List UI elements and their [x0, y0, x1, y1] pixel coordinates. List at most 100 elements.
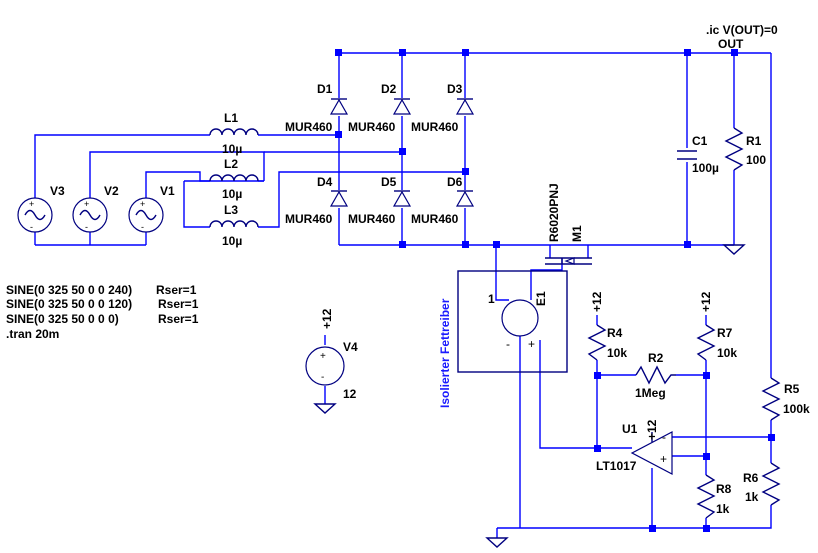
resistor-value: 10k — [717, 346, 737, 360]
resistor-value: 1Meg — [635, 386, 666, 400]
diode-D1[interactable]: D1 MUR460 — [285, 82, 349, 134]
source-V4[interactable]: +12 + - V4 12 — [305, 308, 358, 414]
minus-sign: - — [321, 372, 324, 383]
diode-model: MUR460 — [348, 120, 396, 134]
inductor-L1[interactable]: L1 10µ — [209, 111, 259, 156]
driver-E1[interactable]: 1 E1 - + Isolierter Fettreiber — [438, 270, 568, 408]
driver-ref: E1 — [534, 291, 548, 306]
tran-directive: .tran 20m — [6, 327, 59, 341]
diode-ref: D4 — [317, 175, 333, 189]
diode-D5[interactable]: D5 MUR460 — [348, 175, 412, 226]
diode-model: MUR460 — [285, 212, 333, 226]
rser-spec: Rser=1 — [158, 312, 199, 326]
diode-ref: D2 — [381, 82, 397, 96]
inductor-value: 10µ — [222, 234, 242, 248]
resistor-R1[interactable]: R1 100 — [724, 127, 766, 171]
supply-label: +12 — [645, 419, 659, 440]
sine-spec: SINE(0 325 50 0 0 240) — [6, 283, 132, 297]
resistor-R4[interactable]: +12 R4 10k — [587, 291, 627, 361]
driver-label: Isolierter Fettreiber — [438, 298, 452, 408]
diode-model: MUR460 — [411, 120, 459, 134]
source-V3[interactable]: V3 + - — [17, 184, 65, 233]
driver-pin1: 1 — [488, 292, 495, 306]
resistor-value: 100k — [783, 402, 810, 416]
capacitor-value: 100µ — [692, 161, 719, 175]
mosfet-ref: M1 — [570, 225, 584, 242]
diode-ref: D6 — [447, 175, 463, 189]
minus-sign: - — [30, 222, 33, 232]
diode-D4[interactable]: D4 MUR460 — [285, 175, 349, 226]
inductor-L3[interactable]: L3 10µ — [209, 203, 259, 248]
plus-sign: + — [84, 199, 89, 209]
source-V1[interactable]: V1 + - — [128, 184, 175, 233]
diode-D2[interactable]: D2 MUR460 — [348, 82, 412, 134]
resistor-ref: R8 — [716, 482, 732, 496]
resistor-R5[interactable]: R5 100k — [761, 377, 810, 421]
source-V2[interactable]: V2 + - — [72, 184, 119, 233]
opamp-ref: U1 — [622, 422, 638, 436]
resistor-value: 1k — [716, 502, 730, 516]
supply-label: +12 — [590, 291, 604, 312]
inductor-value: 10µ — [222, 187, 242, 201]
inductor-value: 10µ — [222, 142, 242, 156]
sine-spec: SINE(0 325 50 0 0 0) — [6, 312, 119, 326]
diode-D6[interactable]: D6 MUR460 — [411, 175, 475, 226]
opamp-U1[interactable]: - + +12 U1 LT1017 — [596, 419, 673, 475]
resistor-value: 1k — [745, 490, 759, 504]
resistor-ref: R2 — [648, 351, 664, 365]
sine-spec: SINE(0 325 50 0 0 120) — [6, 297, 132, 311]
capacitor-ref: C1 — [692, 134, 708, 148]
resistor-ref: R5 — [784, 382, 800, 396]
diode-ref: D1 — [317, 82, 333, 96]
ground-symbol — [722, 244, 746, 255]
source-value: 12 — [343, 387, 357, 401]
supply-label: +12 — [320, 308, 334, 329]
plus-sign: + — [320, 351, 326, 362]
minus-sign: - — [141, 222, 144, 232]
supply-label: +12 — [699, 291, 713, 312]
opamp-minus: - — [662, 430, 666, 444]
junctions — [335, 49, 775, 532]
resistor-value: 10k — [607, 346, 627, 360]
mosfet-M1[interactable]: R6020PNJ M1 — [545, 183, 592, 265]
net-label-out: OUT — [718, 37, 744, 51]
inductor-ref: L1 — [224, 111, 238, 125]
opamp-model: LT1017 — [596, 459, 637, 473]
ground-symbol — [485, 537, 509, 548]
inductor-L2[interactable]: L2 10µ — [209, 157, 259, 201]
diode-model: MUR460 — [285, 120, 333, 134]
opamp-plus: + — [660, 452, 667, 466]
source-specs: SINE(0 325 50 0 0 240) Rser=1 SINE(0 325… — [6, 283, 199, 341]
rser-spec: Rser=1 — [156, 283, 197, 297]
resistor-R7[interactable]: +12 R7 10k — [696, 291, 737, 361]
resistor-ref: R6 — [743, 471, 759, 485]
mosfet-model: R6020PNJ — [547, 183, 561, 242]
capacitor-C1[interactable]: C1 100µ — [675, 134, 719, 175]
plus-sign: + — [29, 199, 34, 209]
resistor-ref: R4 — [607, 326, 623, 340]
wires — [34, 52, 772, 538]
directive-ic: .ic V(OUT)=0 — [706, 23, 778, 37]
source-ref: V1 — [160, 184, 175, 198]
resistor-ref: R7 — [717, 326, 733, 340]
diode-model: MUR460 — [348, 212, 396, 226]
diode-model: MUR460 — [411, 212, 459, 226]
minus-sign: - — [85, 222, 88, 232]
driver-minus: - — [506, 337, 510, 351]
resistor-R8[interactable]: R8 1k — [696, 474, 732, 519]
diode-ref: D3 — [447, 82, 463, 96]
diode-D3[interactable]: D3 MUR460 — [411, 82, 475, 134]
source-ref: V2 — [104, 184, 119, 198]
source-ref: V4 — [343, 340, 358, 354]
resistor-value: 100 — [746, 153, 766, 167]
inductor-ref: L3 — [224, 203, 238, 217]
resistor-R2[interactable]: R2 1Meg — [635, 351, 676, 400]
resistor-R6[interactable]: R6 1k — [743, 462, 781, 506]
inductor-ref: L2 — [224, 157, 238, 171]
plus-sign: + — [140, 199, 145, 209]
diode-ref: D5 — [381, 175, 397, 189]
source-ref: V3 — [50, 184, 65, 198]
rser-spec: Rser=1 — [158, 297, 199, 311]
driver-plus: + — [528, 337, 535, 351]
